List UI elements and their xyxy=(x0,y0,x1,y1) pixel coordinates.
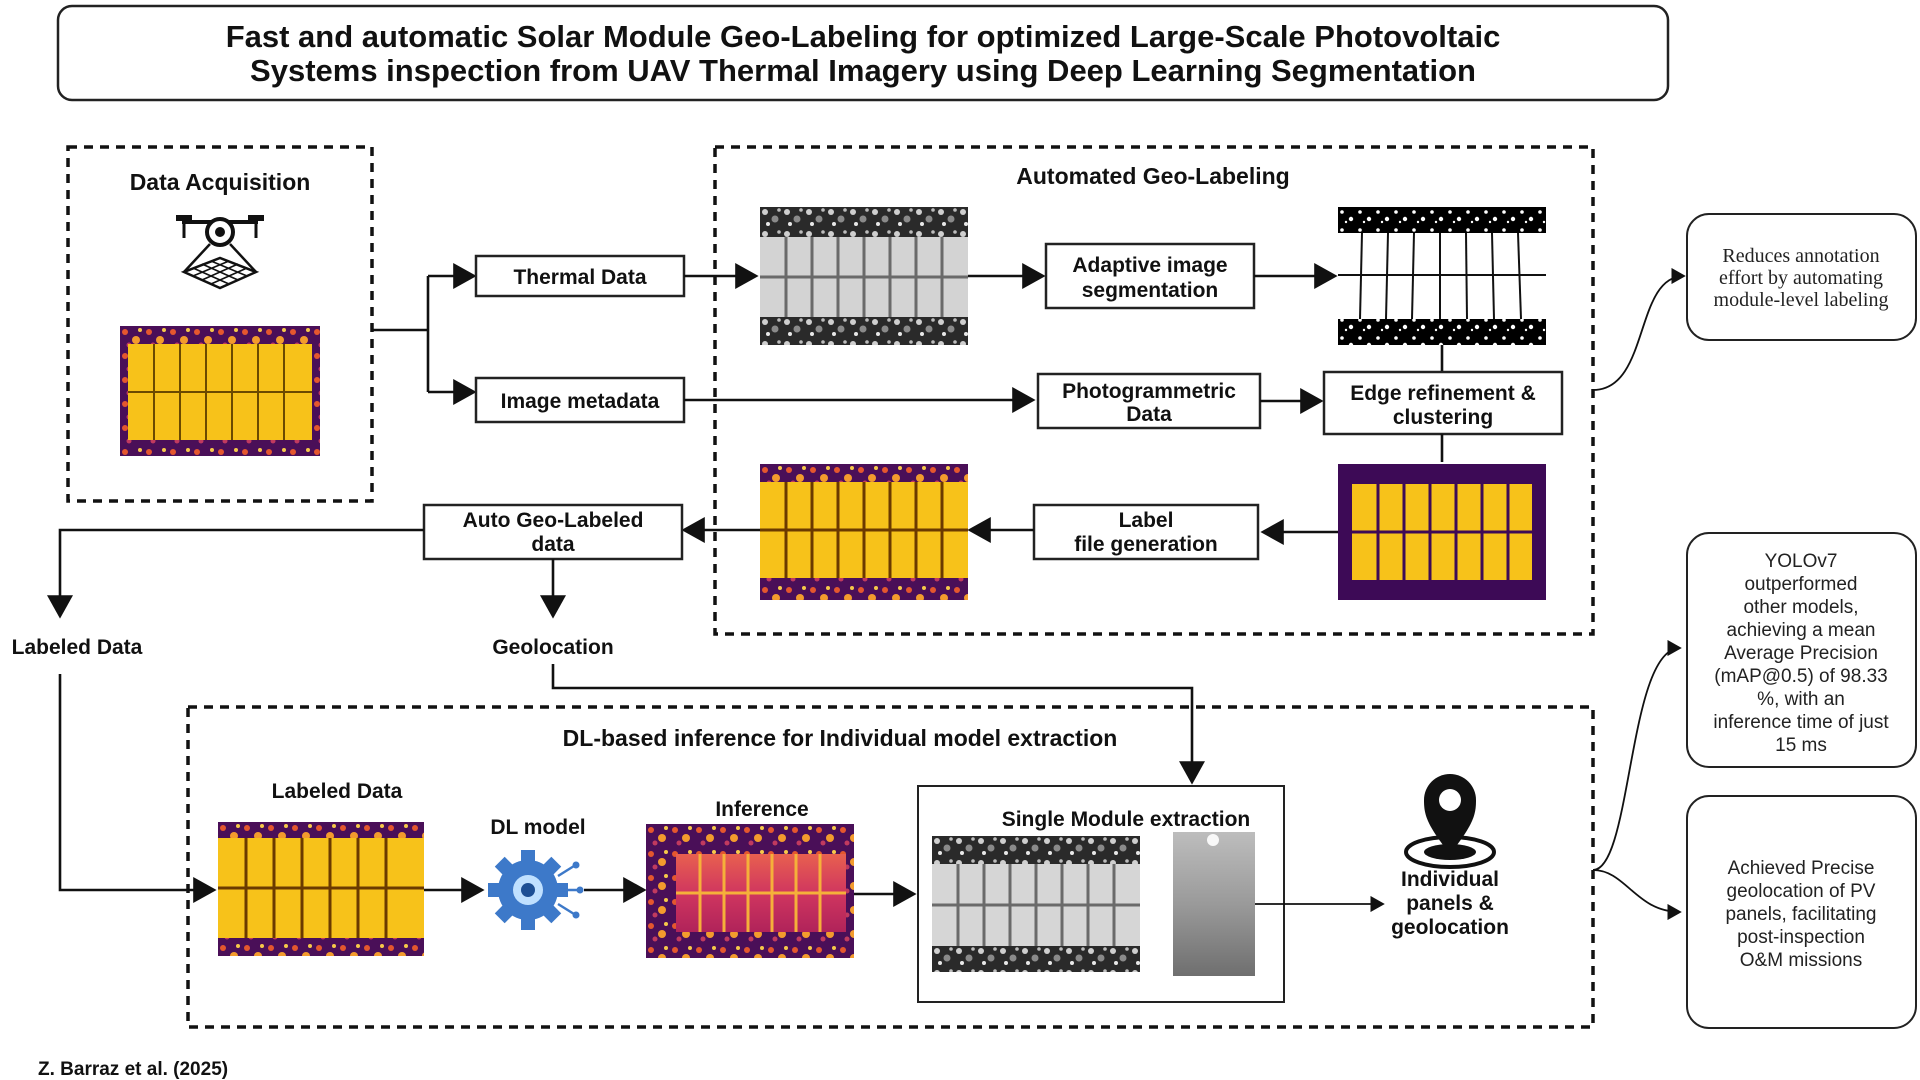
image-metadata-label: Image metadata xyxy=(501,390,660,413)
precise-note-line-1: Achieved Precise xyxy=(1728,858,1875,879)
labeled-data-output: Labeled Data xyxy=(12,636,143,659)
geolocation-output: Geolocation xyxy=(492,636,613,659)
precise-note-line-4: post-inspection xyxy=(1737,927,1865,948)
yolo-note-line-1: YOLOv7 xyxy=(1765,551,1838,572)
yolo-note-line-8: inference time of just xyxy=(1713,712,1889,733)
labeled-data-input-image xyxy=(218,822,424,956)
automated-geo-labeling-heading: Automated Geo-Labeling xyxy=(1016,163,1289,189)
reduces-note-line-1: Reduces annotation xyxy=(1722,245,1879,267)
acquisition-thermal-image xyxy=(120,326,320,456)
yolo-results-note: YOLOv7 outperformed other models, achiev… xyxy=(1686,532,1917,768)
label-file-label-2: file generation xyxy=(1074,533,1218,556)
edge-refinement-node: Edge refinement & clustering xyxy=(1322,370,1564,436)
labeled-data-input-heading: Labeled Data xyxy=(272,780,403,803)
label-file-generation-node: Label file generation xyxy=(1032,503,1260,561)
photogrammetric-label-2: Data xyxy=(1126,403,1172,426)
data-acquisition-section: Data Acquisition xyxy=(66,145,374,503)
yolo-note-line-2: outperformed xyxy=(1744,574,1857,595)
adaptive-segmentation-label-2: segmentation xyxy=(1082,279,1219,302)
label-file-label-1: Label xyxy=(1119,509,1174,532)
auto-geo-label-1: Auto Geo-Labeled xyxy=(463,509,644,532)
individual-label-1: Individual xyxy=(1401,868,1499,891)
individual-label-3: geolocation xyxy=(1391,916,1509,939)
yolo-note-line-9: 15 ms xyxy=(1775,735,1827,756)
thermal-gray-image xyxy=(760,207,968,345)
reduces-note-line-3: module-level labeling xyxy=(1714,289,1889,311)
adaptive-segmentation-node: Adaptive image segmentation xyxy=(1044,242,1256,310)
clustered-panels-image xyxy=(1338,464,1546,600)
image-metadata-node: Image metadata xyxy=(474,376,686,424)
precise-note-line-5: O&M missions xyxy=(1740,950,1862,971)
yolo-note-line-7: %, with an xyxy=(1757,689,1845,710)
title-box: Fast and automatic Solar Module Geo-Labe… xyxy=(56,4,1670,102)
individual-label-2: panels & xyxy=(1406,892,1494,915)
precise-note-line-3: panels, facilitating xyxy=(1725,904,1876,925)
reduces-note-line-2: effort by automating xyxy=(1719,267,1883,289)
labeled-thermal-image xyxy=(760,464,968,600)
dl-inference-section: DL-based inference for Individual model … xyxy=(186,705,1595,1029)
dl-model-heading: DL model xyxy=(490,816,585,839)
precise-note-line-2: geolocation of PV xyxy=(1727,881,1876,902)
single-module-gray-image xyxy=(932,836,1140,972)
adaptive-segmentation-label-1: Adaptive image xyxy=(1072,254,1227,277)
segmented-binary-image xyxy=(1338,207,1546,345)
data-acquisition-heading: Data Acquisition xyxy=(130,169,311,195)
title-line-2: Systems inspection from UAV Thermal Imag… xyxy=(250,53,1476,88)
edge-refinement-label-2: clustering xyxy=(1393,406,1493,429)
photogrammetric-label-1: Photogrammetric xyxy=(1062,380,1236,403)
thermal-data-node: Thermal Data xyxy=(474,254,686,298)
auto-geo-labeled-node: Auto Geo-Labeled data xyxy=(422,503,684,561)
reduces-annotation-note: Reduces annotation effort by automating … xyxy=(1686,213,1917,341)
yolo-note-line-6: (mAP@0.5) of 98.33 xyxy=(1714,666,1887,687)
precise-geolocation-note: Achieved Precise geolocation of PV panel… xyxy=(1686,795,1917,1029)
single-module-extraction-node: Single Module extraction xyxy=(917,785,1285,1003)
thermal-data-label: Thermal Data xyxy=(513,266,646,289)
inference-heading: Inference xyxy=(715,798,808,821)
yolo-note-line-5: Average Precision xyxy=(1724,643,1878,664)
single-module-cutout-image xyxy=(1173,832,1255,976)
credit-text: Z. Barraz et al. (2025) xyxy=(38,1059,228,1080)
single-module-label: Single Module extraction xyxy=(1002,808,1251,831)
dl-model-gear-icon xyxy=(488,850,584,930)
auto-geo-label-2: data xyxy=(531,533,575,556)
title-line-1: Fast and automatic Solar Module Geo-Labe… xyxy=(226,19,1501,54)
dl-inference-heading: DL-based inference for Individual model … xyxy=(563,725,1118,751)
inference-image xyxy=(646,824,854,958)
edge-refinement-label-1: Edge refinement & xyxy=(1350,382,1536,405)
yolo-note-line-3: other models, xyxy=(1743,597,1858,618)
yolo-note-line-4: achieving a mean xyxy=(1727,620,1876,641)
location-pin-icon xyxy=(1404,774,1496,869)
photogrammetric-data-node: Photogrammetric Data xyxy=(1036,372,1262,430)
drone-icon xyxy=(176,215,264,290)
